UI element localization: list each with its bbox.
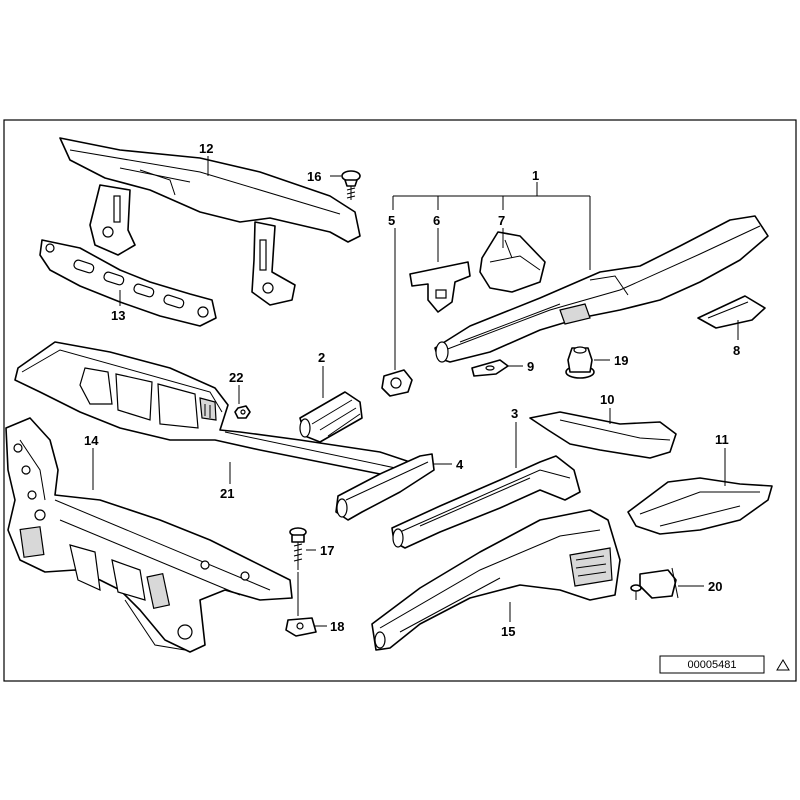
callout-12: 12	[199, 141, 213, 156]
callout-5: 5	[388, 213, 395, 228]
part-9-grommet	[471, 359, 509, 377]
callout-22: 22	[229, 370, 243, 385]
part-13-bracket-strip	[39, 239, 217, 327]
callout-7: 7	[498, 213, 505, 228]
reference-code-box: 00005481	[659, 655, 765, 674]
part-18-clip-nut	[285, 617, 317, 637]
part-1-side-member	[434, 215, 769, 363]
part-12-cross-member	[59, 137, 361, 306]
part-6-bracket	[409, 261, 471, 313]
part-22-nut	[234, 405, 251, 419]
part-11-wheelhouse-inner	[627, 477, 773, 535]
callout-16: 16	[307, 169, 321, 184]
callouts: 12 13 16 22 2 21 14 17 18 1 5 6 7 8 9 19…	[84, 141, 740, 639]
part-3-member	[391, 455, 581, 549]
part-4-short-member	[335, 453, 435, 521]
callout-4: 4	[456, 457, 464, 472]
part-8-panel	[697, 295, 766, 329]
callout-21: 21	[220, 486, 234, 501]
part-14-front-carrier	[5, 417, 293, 653]
callout-17: 17	[320, 543, 334, 558]
warning-triangle-icon	[776, 659, 790, 671]
callout-10: 10	[600, 392, 614, 407]
callout-14: 14	[84, 433, 99, 448]
callout-9: 9	[527, 359, 534, 374]
part-15-lower-member	[371, 509, 621, 651]
callout-3: 3	[511, 406, 518, 421]
part-20-bracket	[630, 567, 679, 600]
part-10-wheelhouse-panel	[529, 411, 677, 459]
callout-13: 13	[111, 308, 125, 323]
callout-6: 6	[433, 213, 440, 228]
callout-19: 19	[614, 353, 628, 368]
callout-1: 1	[532, 168, 539, 183]
part-2-insert	[299, 391, 363, 443]
callout-2: 2	[318, 350, 325, 365]
diagram-frame	[3, 119, 797, 682]
callout-18: 18	[330, 619, 344, 634]
part-5-clip	[381, 369, 413, 397]
part-16-screw	[341, 170, 361, 200]
callout-15: 15	[501, 624, 515, 639]
callout-20: 20	[708, 579, 722, 594]
part-7-bracket-box	[479, 231, 546, 293]
callout-8: 8	[733, 343, 740, 358]
callout-11: 11	[715, 432, 729, 447]
leader-lines	[92, 156, 739, 627]
part-17-bolt	[289, 527, 307, 570]
reference-code: 00005481	[688, 659, 737, 671]
part-19-mount	[565, 346, 595, 379]
part-21-grille-panel	[14, 341, 411, 477]
